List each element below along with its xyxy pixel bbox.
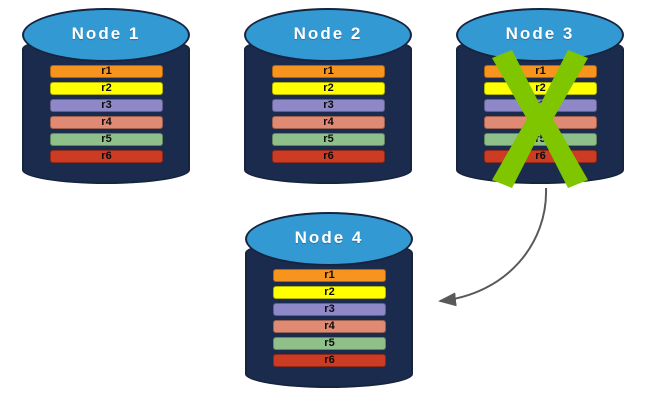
record-stripe-r3[interactable]: r3: [273, 303, 386, 316]
record-stripe-r2[interactable]: r2: [50, 82, 163, 95]
record-stripe-r4[interactable]: r4: [50, 116, 163, 129]
record-stripe-r6[interactable]: r6: [273, 354, 386, 367]
record-stripe-r6[interactable]: r6: [50, 150, 163, 163]
cylinder-top-ellipse: [245, 212, 413, 266]
record-stripe-r6[interactable]: r6: [484, 150, 597, 163]
record-stripe-r6[interactable]: r6: [272, 150, 385, 163]
record-stripe-r5[interactable]: r5: [273, 337, 386, 350]
record-stripe-r1[interactable]: r1: [50, 65, 163, 78]
record-stripe-r1[interactable]: r1: [273, 269, 386, 282]
record-stripe-r1[interactable]: r1: [272, 65, 385, 78]
record-stripe-r3[interactable]: r3: [484, 99, 597, 112]
record-stripe-r5[interactable]: r5: [272, 133, 385, 146]
record-stripe-r1[interactable]: r1: [484, 65, 597, 78]
record-stripe-r2[interactable]: r2: [484, 82, 597, 95]
record-stripe-r2[interactable]: r2: [273, 286, 386, 299]
record-stripe-r4[interactable]: r4: [272, 116, 385, 129]
cylinder-top-ellipse: [456, 8, 624, 62]
record-stripe-r5[interactable]: r5: [484, 133, 597, 146]
record-stripe-r3[interactable]: r3: [272, 99, 385, 112]
record-stripe-list: r1 r2 r3 r4 r5 r6: [484, 65, 597, 163]
record-stripe-r4[interactable]: r4: [484, 116, 597, 129]
record-stripe-r2[interactable]: r2: [272, 82, 385, 95]
record-stripe-list: r1 r2 r3 r4 r5 r6: [50, 65, 163, 163]
cylinder-top-ellipse: [244, 8, 412, 62]
record-stripe-r5[interactable]: r5: [50, 133, 163, 146]
record-stripe-r3[interactable]: r3: [50, 99, 163, 112]
record-stripe-list: r1 r2 r3 r4 r5 r6: [272, 65, 385, 163]
record-stripe-r4[interactable]: r4: [273, 320, 386, 333]
cylinder-top-ellipse: [22, 8, 190, 62]
record-stripe-list: r1 r2 r3 r4 r5 r6: [273, 269, 386, 367]
